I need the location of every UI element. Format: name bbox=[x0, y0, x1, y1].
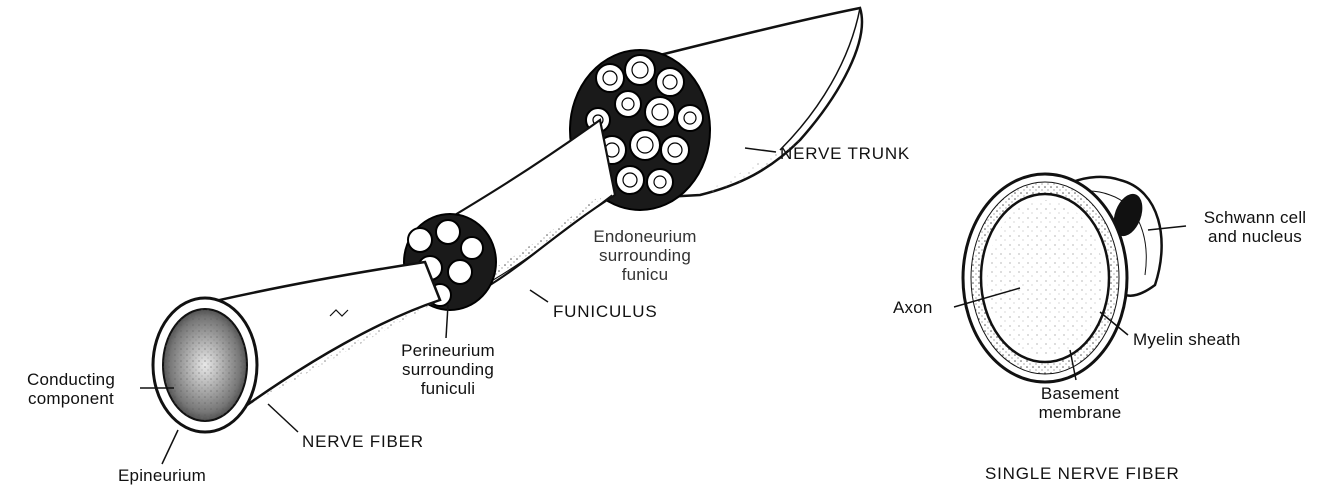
single-nerve-fiber-label: SINGLE NERVE FIBER bbox=[985, 464, 1180, 483]
basement-membrane-line-2: membrane bbox=[1020, 403, 1140, 422]
basement-membrane-line-1: Basement bbox=[1020, 384, 1140, 403]
perineurium-line-1: Perineurium bbox=[388, 341, 508, 360]
nerve-trunk-label: NERVE TRUNK bbox=[780, 144, 910, 163]
perineurium-line-2: surrounding bbox=[388, 360, 508, 379]
endoneurium-label: Endoneurium surrounding funicu bbox=[585, 227, 705, 284]
funiculus-label: FUNICULUS bbox=[553, 302, 658, 321]
conducting-component-line-2: component bbox=[2, 389, 140, 408]
basement-membrane-label: Basement membrane bbox=[1020, 384, 1140, 422]
perineurium-label: Perineurium surrounding funiculi bbox=[388, 341, 508, 398]
epineurium-label: Epineurium bbox=[118, 466, 206, 485]
funiculus-shape bbox=[404, 120, 615, 310]
endoneurium-line-3: funicu bbox=[585, 265, 705, 284]
nerve-fiber-label: NERVE FIBER bbox=[302, 432, 424, 451]
single-nerve-fiber-shape bbox=[963, 174, 1162, 382]
myelin-sheath-label: Myelin sheath bbox=[1133, 330, 1241, 349]
conducting-component-line-1: Conducting bbox=[2, 370, 140, 389]
perineurium-line-3: funiculi bbox=[388, 379, 508, 398]
endoneurium-line-1: Endoneurium bbox=[585, 227, 705, 246]
schwann-cell-line-1: Schwann cell bbox=[1185, 208, 1325, 227]
axon-label: Axon bbox=[893, 298, 933, 317]
schwann-cell-line-2: and nucleus bbox=[1185, 227, 1325, 246]
nerve-trunk-shape bbox=[570, 8, 862, 210]
schwann-cell-label: Schwann cell and nucleus bbox=[1185, 208, 1325, 246]
conducting-component-label: Conducting component bbox=[2, 370, 140, 408]
endoneurium-line-2: surrounding bbox=[585, 246, 705, 265]
